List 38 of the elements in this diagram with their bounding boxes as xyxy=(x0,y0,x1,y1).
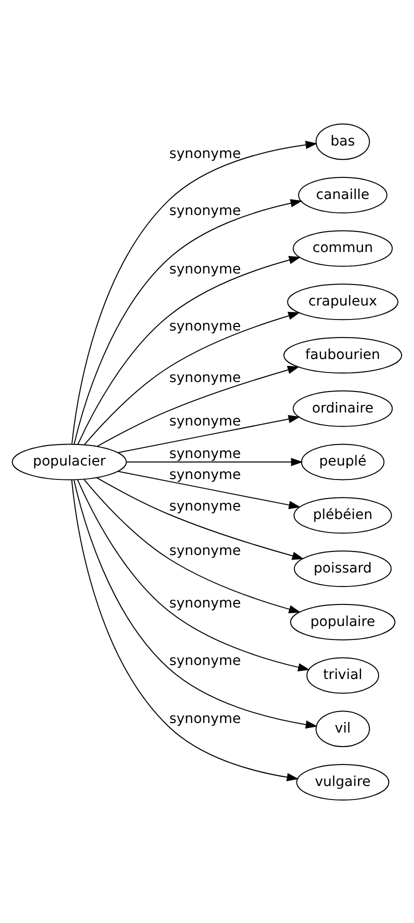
node-ellipse: trivial xyxy=(306,656,380,694)
arrow xyxy=(73,479,318,728)
arrow xyxy=(71,479,299,781)
node-ellipse: bas xyxy=(316,122,370,160)
arrow xyxy=(77,256,301,444)
node-ellipse: plébéien xyxy=(294,496,392,534)
arrow xyxy=(84,311,300,445)
arrow xyxy=(83,478,301,613)
node-ellipse: commun xyxy=(292,230,393,266)
edge-label: synonyme xyxy=(169,370,241,386)
arrow xyxy=(96,365,300,446)
node-ellipse: populaire xyxy=(290,603,396,640)
node-ellipse: vil xyxy=(316,710,370,747)
node-ellipse: poissard xyxy=(294,550,392,587)
edge-label: synonyme xyxy=(169,595,241,611)
edge-label: synonyme xyxy=(169,652,241,668)
edge-label: synonyme xyxy=(169,260,241,277)
arrow xyxy=(126,457,303,466)
edge-label: synonyme xyxy=(169,145,241,162)
arrow xyxy=(118,470,301,509)
node-ellipse: vulgaire xyxy=(296,763,390,800)
node-ellipse: canaille xyxy=(298,176,388,213)
node-ellipse: ordinaire xyxy=(292,390,393,426)
node-ellipse: populacier xyxy=(12,443,127,480)
arrow xyxy=(77,478,310,671)
edge-label: synonyme xyxy=(169,466,241,482)
edge-label: synonyme xyxy=(169,710,241,727)
edge-label: synonyme xyxy=(169,446,241,462)
arrow xyxy=(71,140,318,444)
edge-label: synonyme xyxy=(169,318,241,334)
edge-label: synonyme xyxy=(169,498,241,514)
arrow xyxy=(96,476,304,560)
edge-label: synonyme xyxy=(169,542,241,559)
edge-label: synonyme xyxy=(169,413,241,430)
node-ellipse: peuplé xyxy=(301,443,384,480)
arrow xyxy=(74,198,302,444)
arrow xyxy=(118,414,300,453)
edge-label: synonyme xyxy=(169,202,241,219)
